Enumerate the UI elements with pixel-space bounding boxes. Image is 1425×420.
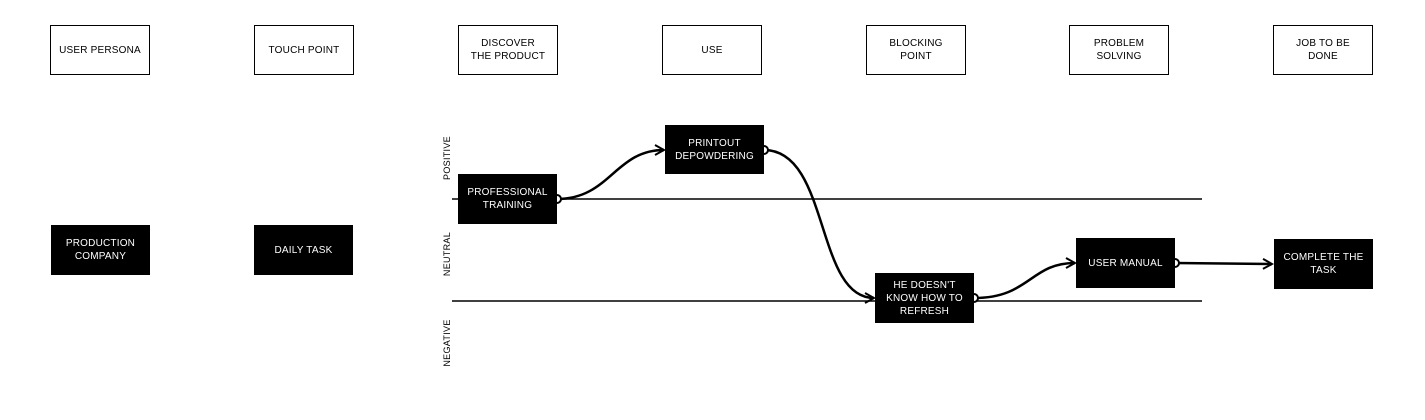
connector-refresh-manual [973,263,1075,300]
journey-step-refresh: HE DOESN'T KNOW HOW TO REFRESH [875,273,974,323]
connector-training-printout [556,150,664,201]
touch-point-box: DAILY TASK [254,225,353,275]
header-user-persona: USER PERSONA [50,25,150,75]
header-problem-solving: PROBLEM SOLVING [1069,25,1169,75]
journey-step-professional-training: PROFESSIONAL TRAINING [458,174,557,224]
journey-step-user-manual: USER MANUAL [1076,238,1175,288]
journey-step-complete-the-task: COMPLETE THE TASK [1274,239,1373,289]
connector-printout-refresh [763,148,874,298]
connector-manual-complete [1174,263,1272,264]
journey-step-printout-depowdering: PRINTOUT DEPOWDERING [665,125,764,174]
axis-label-positive: POSITIVE [442,136,452,180]
header-use: USE [662,25,762,75]
header-discover-the-product: DISCOVER THE PRODUCT [458,25,558,75]
axis-label-negative: NEGATIVE [442,319,452,367]
header-blocking-point: BLOCKING POINT [866,25,966,75]
header-touch-point: TOUCH POINT [254,25,354,75]
persona-box: PRODUCTION COMPANY [51,225,150,275]
axis-label-neutral: NEUTRAL [442,231,452,277]
header-job-to-be-done: JOB TO BE DONE [1273,25,1373,75]
